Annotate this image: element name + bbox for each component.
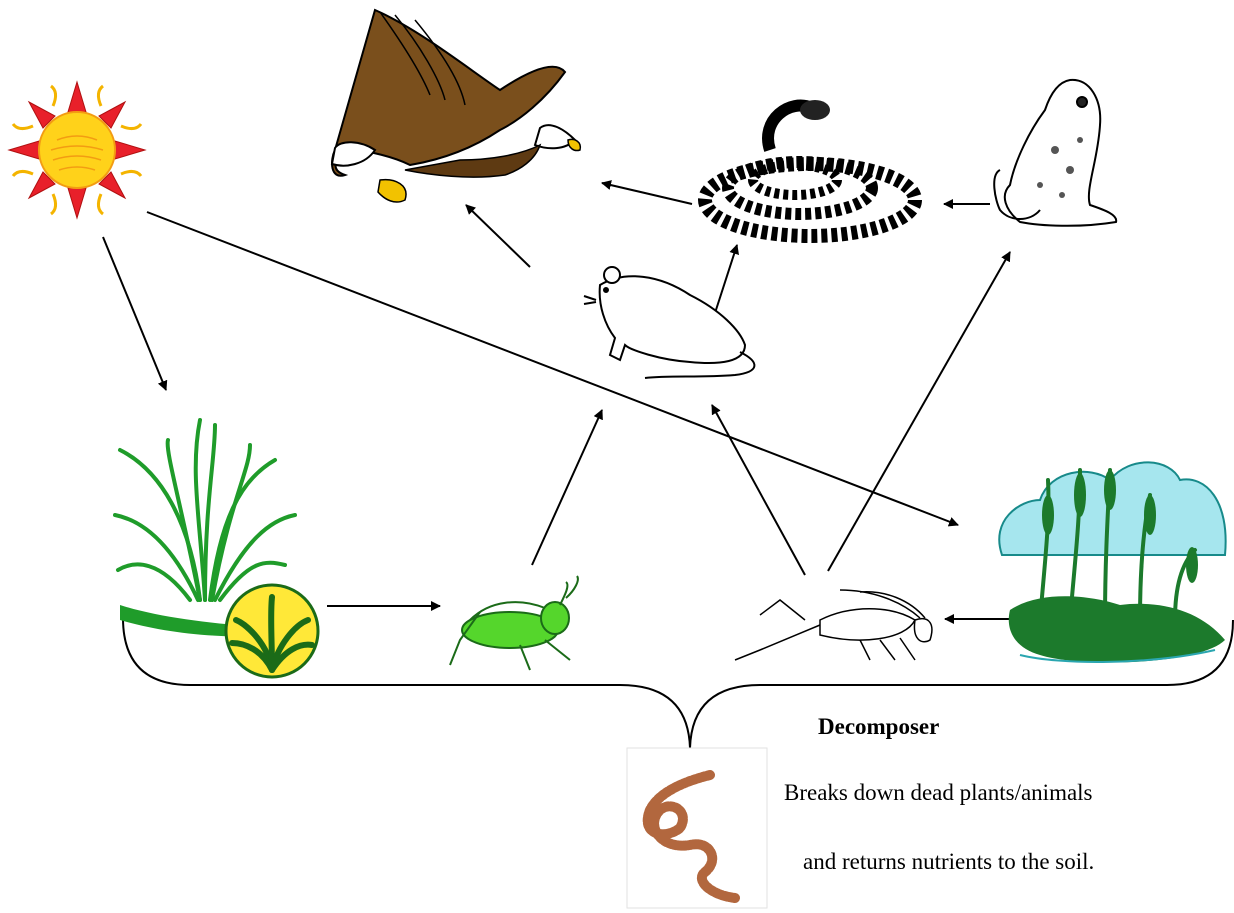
sun-icon	[9, 82, 145, 218]
decomposer-title: Decomposer	[818, 714, 939, 740]
decomposer-description-line-2: and returns nutrients to the soil.	[803, 849, 1094, 875]
eagle-icon	[332, 10, 580, 202]
arrow-mouse-to-eagle	[466, 205, 530, 267]
frog-icon	[994, 80, 1116, 226]
grasshopper-icon	[450, 576, 578, 670]
arrow-mouse-to-snake	[715, 245, 737, 313]
decomposer-description-line-1: Breaks down dead plants/animals	[784, 780, 1093, 806]
arrow-grasshopper-to-mouse	[532, 410, 602, 565]
mouse-icon	[584, 267, 754, 378]
cattail-icon	[999, 462, 1225, 662]
arrow-cricket-to-frog	[828, 252, 1010, 571]
arrow-sun-to-cattails	[147, 212, 958, 525]
grass-icon	[115, 420, 318, 677]
cricket-icon	[735, 590, 932, 660]
arrow-cricket-to-mouse	[712, 405, 805, 575]
arrow-sun-to-grass	[103, 237, 166, 390]
earthworm-icon	[627, 748, 767, 908]
arrow-snake-to-eagle	[602, 183, 692, 204]
snake-icon	[705, 100, 915, 236]
